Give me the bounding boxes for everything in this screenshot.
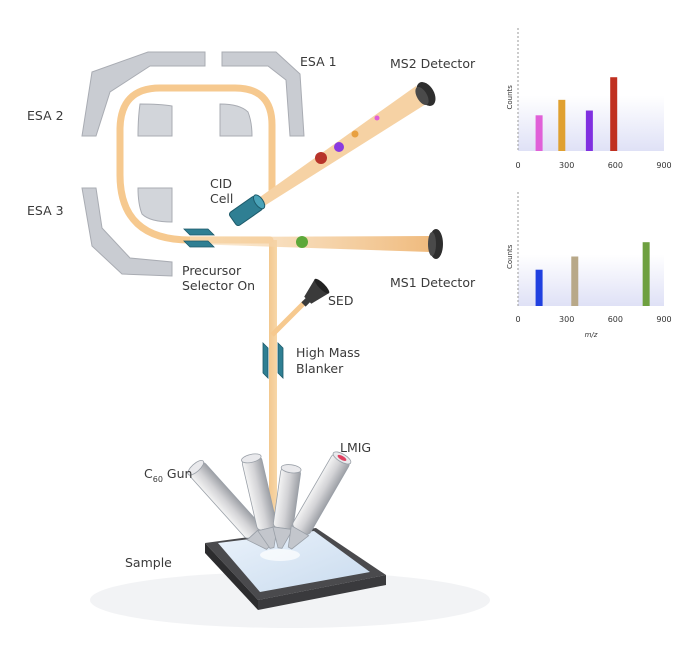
high-mass-blanker (262, 342, 284, 379)
chart-xtick: 300 (559, 161, 574, 170)
chart-bar (610, 77, 618, 151)
ion-orange (351, 130, 359, 138)
middle-gun-right (272, 464, 302, 549)
precursor-label-line1: Precursor (182, 263, 242, 278)
sample-label: Sample (125, 555, 172, 570)
component-labels: ESA 1 ESA 2 ESA 3 MS2 Detector MS1 Detec… (27, 54, 476, 570)
lmig-gun (287, 451, 352, 550)
precursor-label-line2: Selector On (182, 278, 255, 293)
chart-xtick: 300 (559, 315, 574, 324)
esa3-inner-plate (137, 187, 173, 223)
ms1-detector (428, 229, 443, 259)
ms1-spectrum-chart: Counts 0 300 600 900 m/z (506, 192, 672, 339)
chart-bar (535, 115, 543, 151)
ms1-beam (190, 236, 430, 252)
esa-loop-beam (116, 84, 276, 244)
precursor-selector (183, 228, 215, 248)
sample-stage (90, 528, 490, 628)
blanker-label-line1: High Mass (296, 345, 360, 360)
c60-gun-label: C60 Gun (144, 466, 192, 484)
primary-beam (269, 240, 277, 542)
ms2-spectrum-chart: Counts 0 300 600 900 (506, 28, 672, 170)
chart-xtick: 600 (608, 315, 623, 324)
chart-xtick: 0 (515, 315, 520, 324)
sed-beam (270, 300, 307, 337)
chart-bar (642, 242, 650, 306)
ion-pink (374, 115, 380, 121)
chart-ylabel: Counts (506, 244, 514, 269)
lmig-label: LMIG (340, 440, 371, 455)
ms2-detector-label: MS2 Detector (390, 56, 476, 71)
ms2-beam (236, 86, 426, 220)
ion-red (315, 152, 327, 164)
chart-xtick: 900 (656, 161, 671, 170)
fragment-ions (296, 115, 380, 248)
ms1-detector-label: MS1 Detector (390, 275, 476, 290)
chart-bar (558, 99, 566, 151)
esa1-outer-plate (221, 51, 305, 137)
ion-purple (334, 142, 344, 152)
esa1-inner-plate (219, 103, 253, 137)
esa2-inner-plate (137, 103, 173, 137)
sed-label: SED (328, 293, 353, 308)
chart-bar (535, 269, 543, 306)
ion-guns (187, 451, 352, 550)
chart-bar (571, 256, 579, 306)
ion-green (296, 236, 308, 248)
chart-xtick: 600 (608, 161, 623, 170)
chart-xtick: 0 (515, 161, 520, 170)
cid-label-line1: CID (210, 176, 232, 191)
middle-gun-left (241, 453, 278, 549)
chart-bar (585, 110, 593, 151)
cid-cell (228, 194, 266, 227)
blanker-label-line2: Blanker (296, 361, 344, 376)
esa2-outer-plate (81, 51, 206, 137)
esa1-label: ESA 1 (300, 54, 337, 69)
cid-label-line2: Cell (210, 191, 233, 206)
esa-plates (81, 51, 305, 277)
esa3-outer-plate (81, 187, 173, 277)
chart-xtick: 900 (656, 315, 671, 324)
ms2-detector (415, 82, 436, 106)
esa3-label: ESA 3 (27, 203, 64, 218)
chart-ylabel: Counts (506, 85, 514, 110)
chart-xlabel: m/z (585, 331, 598, 339)
sed-detector (301, 278, 330, 307)
esa2-label: ESA 2 (27, 108, 64, 123)
